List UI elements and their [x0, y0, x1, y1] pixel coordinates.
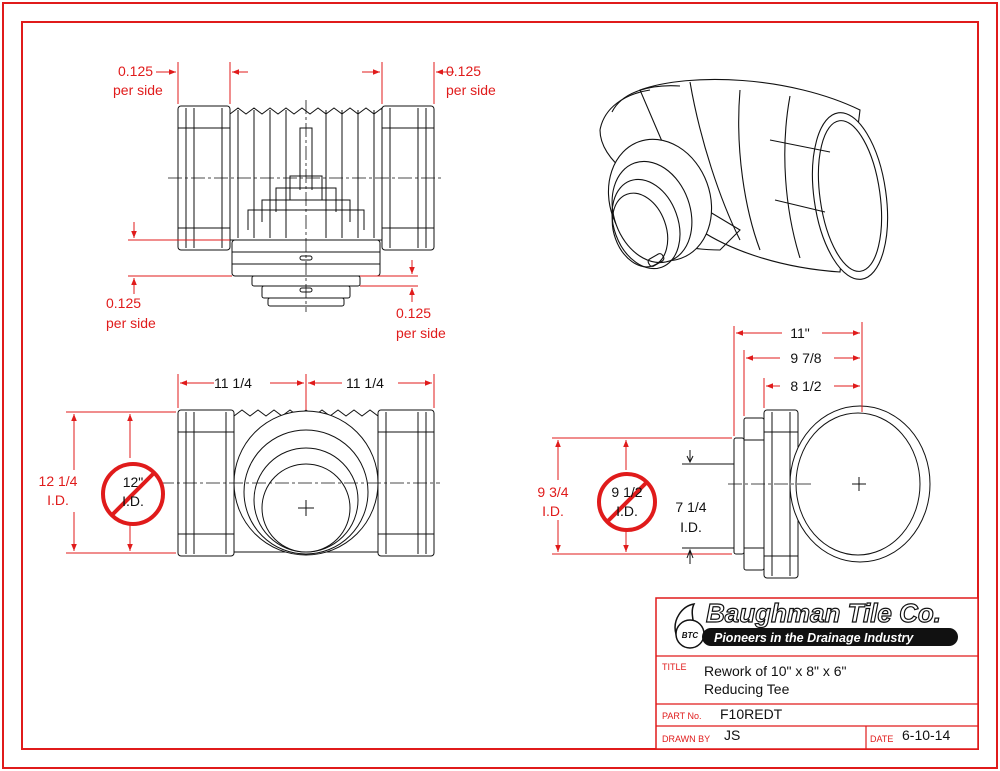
- front-half-length-left: 11 1/4: [214, 375, 252, 391]
- side-view: [733, 405, 931, 579]
- company-tagline: Pioneers in the Drainage Industry: [714, 631, 914, 645]
- side-branch-id-leaders: [682, 450, 734, 564]
- top-left-offset-note: per side: [113, 82, 163, 98]
- title-block: BTC Baughman Tile Co. Pioneers in the Dr…: [655, 597, 979, 750]
- bottom-right-offset-note: per side: [396, 325, 446, 341]
- logo-badge: BTC: [682, 631, 699, 640]
- side-outer-id-unit: I.D.: [542, 503, 564, 519]
- front-half-length-right: 11 1/4: [346, 375, 384, 391]
- top-view-centerlines: [168, 100, 444, 312]
- side-mid-length: 9 7/8: [790, 350, 821, 366]
- top-left-offset-value: 0.125: [118, 63, 153, 79]
- title-line-1: Rework of 10" x 8" x 6": [704, 663, 847, 679]
- side-outer-id-value: 9 3/4: [537, 484, 568, 500]
- drawn-by-label: DRAWN BY: [662, 734, 710, 744]
- side-no-symbol: [597, 472, 657, 532]
- bottom-right-offset-value: 0.125: [396, 305, 431, 321]
- inner-border: [21, 21, 979, 750]
- bottom-left-offset-note: per side: [106, 315, 156, 331]
- company-logo: BTC Baughman Tile Co. Pioneers in the Dr…: [674, 597, 958, 649]
- front-crossed-id-unit: I.D.: [122, 493, 144, 509]
- isometric-view: [599, 78, 889, 280]
- drawn-by-value: JS: [724, 727, 740, 743]
- part-number-label: PART No.: [662, 711, 702, 721]
- title-line-2: Reducing Tee: [704, 681, 790, 697]
- side-inner-length: 8 1/2: [790, 378, 821, 394]
- side-view-dimensions: [552, 322, 863, 555]
- front-outer-id-value: 12 1/4: [39, 473, 78, 489]
- date-value: 6-10-14: [902, 727, 950, 743]
- tagline-banner: [702, 628, 958, 646]
- side-branch-id-unit: I.D.: [680, 519, 702, 535]
- side-crossed-id-value: 9 1/2: [611, 484, 642, 500]
- date-label: DATE: [870, 734, 893, 744]
- front-outer-id-unit: I.D.: [47, 492, 69, 508]
- side-no-slash: [605, 480, 649, 524]
- front-crossed-id-value: 12": [123, 474, 144, 490]
- part-number-value: F10REDT: [720, 706, 783, 722]
- top-right-offset-value: 0.125: [446, 63, 481, 79]
- front-no-symbol: [101, 462, 165, 526]
- top-right-offset-note: per side: [446, 82, 496, 98]
- company-name: Baughman Tile Co.: [706, 598, 941, 628]
- top-view: [177, 105, 435, 307]
- side-crossed-id-unit: I.D.: [616, 503, 638, 519]
- side-branch-id-value: 7 1/4: [675, 499, 706, 515]
- front-view-dimensions: [66, 374, 435, 554]
- front-no-slash: [110, 471, 156, 517]
- top-view-dimensions: [128, 62, 454, 302]
- title-label: TITLE: [662, 662, 687, 672]
- side-overall-length: 11": [790, 325, 810, 341]
- bottom-left-offset-value: 0.125: [106, 295, 141, 311]
